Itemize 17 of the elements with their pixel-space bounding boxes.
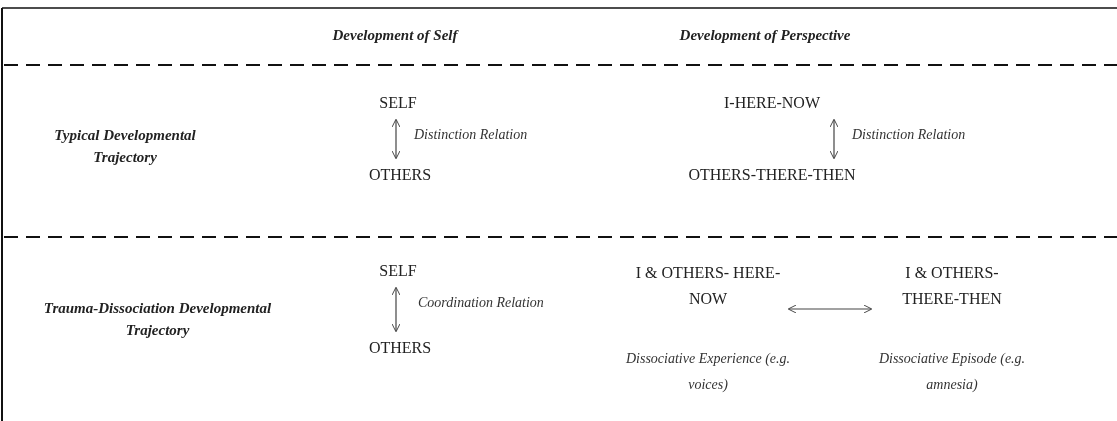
row-column-heading: Development of Perspective [678, 26, 852, 45]
node-caption: Dissociative Experience (e.g. voices) [624, 350, 791, 394]
node-caption: Dissociative Episode (e.g. amnesia) [877, 350, 1027, 394]
edge-label: Distinction Relation [852, 126, 966, 144]
concept-label: SELF [358, 90, 438, 116]
concept-label: OTHERS [350, 335, 450, 361]
row-column-heading: Development of Self [331, 26, 460, 45]
concept-label: I-HERE-NOW [697, 90, 847, 116]
concept-label: I & OTHERS- HERE-NOW [633, 260, 783, 312]
concept-label: OTHERS-THERE-THEN [662, 162, 882, 188]
concept-label: I & OTHERS- THERE-THEN [877, 260, 1027, 312]
edge-label: Distinction Relation [414, 126, 528, 144]
row-column-heading: Trauma-Dissociation Developmental Trajectory [42, 299, 273, 340]
concept-label: OTHERS [350, 162, 450, 188]
row-column-heading: Typical Developmental Trajectory [53, 126, 197, 167]
edge-label: Coordination Relation [418, 294, 544, 312]
concept-label: SELF [358, 258, 438, 284]
